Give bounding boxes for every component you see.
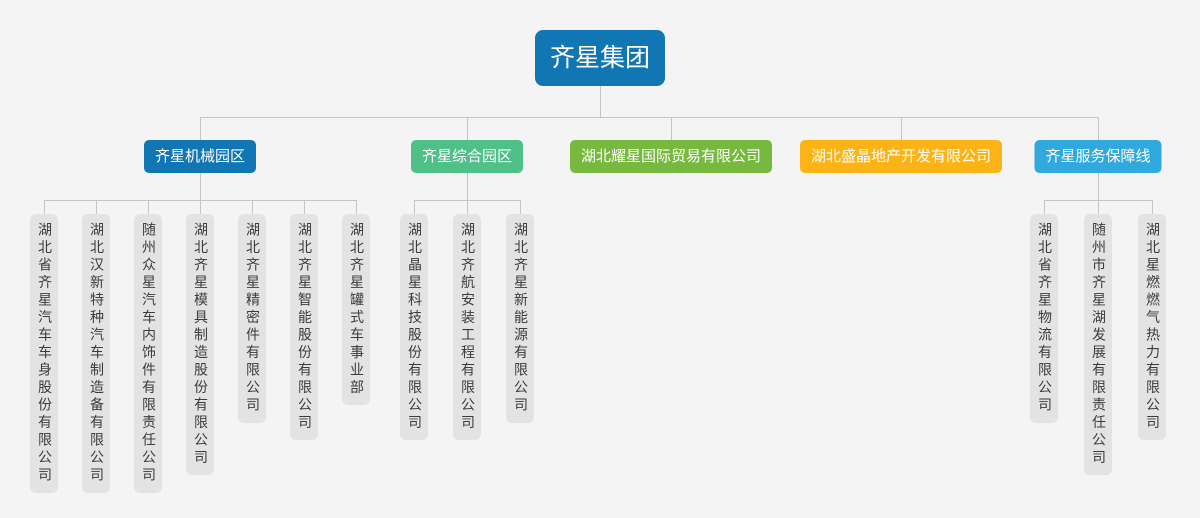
connector-group2-drop1 [414,200,415,214]
connector-drop-group3 [671,117,672,140]
group-node-zonghe-yuanqu: 齐星综合园区 [410,140,524,173]
company-node: 随州众星汽车内饰件有限责任公司 [134,214,162,493]
company-node: 湖北齐星新能源有限公司 [506,214,534,423]
group-node-jixie-yuanqu: 齐星机械园区 [143,140,257,173]
connector-group1-drop4 [200,200,201,214]
connector-drop-group2 [467,117,468,140]
connector-group1-drop2 [96,200,97,214]
connector-group1-drop3 [148,200,149,214]
connector-group1-stem [200,173,201,200]
connector-group5-stem [1098,173,1099,200]
group-node-yaoxing-trade: 湖北耀星国际贸易有限公司 [569,140,773,173]
root-node: 齐星集团 [534,30,666,86]
company-node: 湖北汉新特种汽车制造备有限公司 [82,214,110,493]
connector-group2-drop3 [520,200,521,214]
group-node-shengjing-property: 湖北盛晶地产开发有限公司 [799,140,1003,173]
connector-group5-drop1 [1044,200,1045,214]
company-node: 湖北晶星科技股份有限公司 [400,214,428,440]
connector-group5-drop3 [1152,200,1153,214]
company-node: 湖北齐星模具制造股份有限公司 [186,214,214,475]
connector-drop-group5 [1098,117,1099,140]
company-node: 湖北齐星智能股份有限公司 [290,214,318,440]
connector-group2-drop2 [467,200,468,214]
company-node: 湖北星燃燃气热力有限公司 [1138,214,1166,440]
company-node: 随州市齐星湖发展有限责任公司 [1084,214,1112,475]
company-node: 湖北齐星精密件有限公司 [238,214,266,423]
company-node: 湖北省齐星汽车车身股份有限公司 [30,214,58,493]
connector-group1-drop1 [44,200,45,214]
group-node-fuwu-baozhang: 齐星服务保障线 [1034,140,1162,173]
company-node: 湖北省齐星物流有限公司 [1030,214,1058,423]
connector-drop-group1 [200,117,201,140]
connector-level2-rail [200,117,1098,118]
connector-group1-drop6 [304,200,305,214]
connector-group5-drop2 [1098,200,1099,214]
connector-group1-drop7 [356,200,357,214]
company-node: 湖北齐航安装工程有限公司 [453,214,481,440]
connector-drop-group4 [901,117,902,140]
connector-group1-drop5 [252,200,253,214]
company-node: 湖北齐星罐式车事业部 [342,214,370,405]
connector-root-stem [600,86,601,117]
connector-group2-stem [467,173,468,200]
